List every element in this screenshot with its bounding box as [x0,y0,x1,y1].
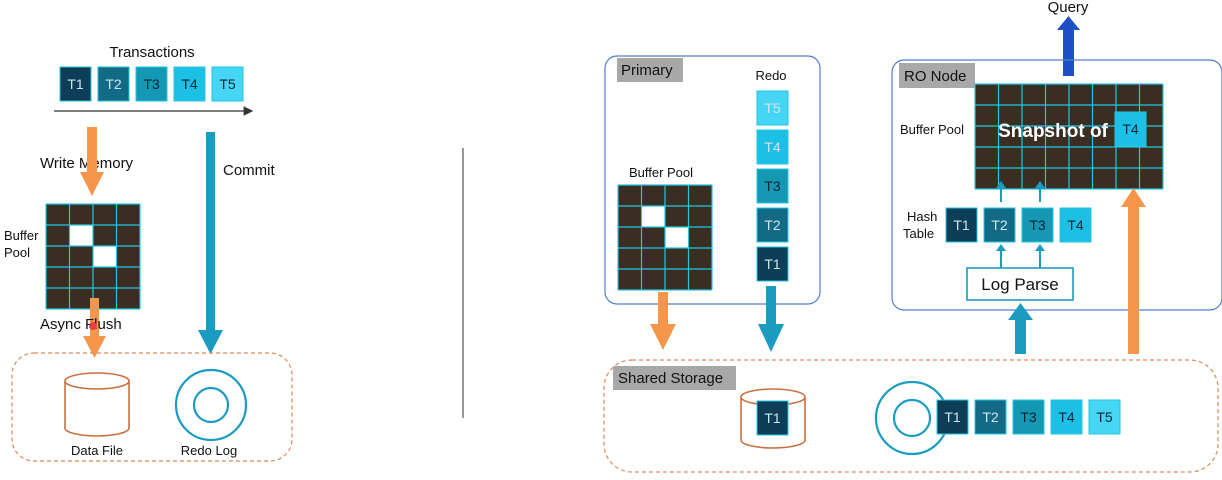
txn-block-label: T5 [219,76,236,92]
hash-table-blocks: T1 T2 T3 T4 [945,207,1092,243]
storage-to-logparse-arrow [1008,303,1033,354]
snapshot-badge-bg [1114,111,1147,147]
grid-cell-dirty [665,227,689,248]
write-memory-label: Write Memory [40,155,134,172]
txn-block [211,66,244,102]
grid-cell-dirty [641,206,665,227]
hash-to-pool-arrows [996,181,1045,202]
primary-buffer-pool-label: Buffer Pool [629,165,693,180]
txn-block-label: T5 [764,100,781,116]
txn-block-label: T3 [764,178,781,194]
txn-block [1050,399,1083,435]
data-file-cylinder [64,372,130,437]
txn-block-label: T1 [944,409,961,425]
primary-tag-bg [617,58,683,82]
snapshot-badge: T4 [1122,121,1139,137]
txn-block [983,207,1016,243]
log-parse-box [966,267,1074,301]
txn-block [756,246,789,282]
ro-node-tag-bg [899,63,975,88]
txn-block-label: T4 [181,76,198,92]
txn-block [756,168,789,204]
shared-storage-container [603,359,1219,473]
ro-node-box [891,59,1222,311]
txn-block [974,399,1007,435]
grid-cell-dirty [69,225,93,246]
transaction-blocks: T1 T2 T3 T4 T5 [59,66,244,102]
query-label: Query [1048,0,1089,16]
log-parse-label: Log Parse [981,275,1059,294]
left-storage-container [11,352,293,462]
primary-flush-arrow [650,292,676,350]
cylinder-t1-label: T1 [764,410,781,426]
write-memory-arrow [80,127,104,196]
txn-block [173,66,206,102]
buffer-pool-label: Buffer [4,228,39,243]
txn-block-label: T2 [764,217,781,233]
txn-block-label: T1 [953,217,970,233]
redo-log-disk [174,368,248,442]
data-file-label: Data File [71,443,123,458]
transactions-label: Transactions [109,44,194,61]
redo-log-label: Redo Log [181,443,237,458]
txn-block [756,207,789,243]
query-arrow [1057,16,1080,76]
ro-node-tag: RO Node [904,68,967,85]
shared-log-blocks: T1 T2 T3 T4 T5 [936,399,1121,435]
txn-block [1012,399,1045,435]
hash-table-label-2: Table [903,226,934,241]
txn-block [756,90,789,126]
commit-arrow [198,132,223,354]
ro-buffer-pool-label: Buffer Pool [900,122,964,137]
txn-block [1021,207,1054,243]
txn-block-label: T3 [1020,409,1037,425]
txn-block-label: T2 [982,409,999,425]
primary-box [604,55,821,305]
txn-block [945,207,978,243]
txn-block-label: T4 [1067,217,1084,233]
hash-table-label: Hash [907,209,937,224]
txn-block-label: T2 [105,76,122,92]
shared-storage-tag-bg [613,366,736,390]
txn-block-label: T1 [67,76,84,92]
txn-block-label: T5 [1096,409,1113,425]
txn-block [97,66,130,102]
primary-tag: Primary [621,62,673,79]
txn-block [59,66,92,102]
storage-to-rbuffer-arrow [1121,188,1146,354]
buffer-pool-label-2: Pool [4,245,30,260]
buffer-pool-grid [45,203,141,310]
txn-block [135,66,168,102]
cursor-marker [89,322,97,330]
txn-block-label: T1 [764,256,781,272]
txn-block-label: T4 [1058,409,1075,425]
grid-cell-dirty [93,246,117,267]
txn-block [936,399,969,435]
async-flush-label: Async Flush [40,316,122,333]
txn-block [1059,207,1092,243]
parse-to-hash-arrows [996,244,1045,268]
txn-block-label: T2 [991,217,1008,233]
async-flush-arrow [83,298,106,358]
txn-block-label: T3 [143,76,160,92]
txn-block-label: T3 [1029,217,1046,233]
cylinder-t1-block [756,400,789,436]
commit-label: Commit [223,162,275,179]
snapshot-text: Snapshot of [998,121,1108,142]
primary-buffer-pool-grid [617,184,713,291]
txn-block-label: T4 [764,139,781,155]
txn-block [756,129,789,165]
shared-storage-tag: Shared Storage [618,370,723,387]
primary-redo-arrow [758,286,784,352]
txn-block [1088,399,1121,435]
shared-redo-disk [874,380,950,456]
redo-label: Redo [755,68,786,83]
